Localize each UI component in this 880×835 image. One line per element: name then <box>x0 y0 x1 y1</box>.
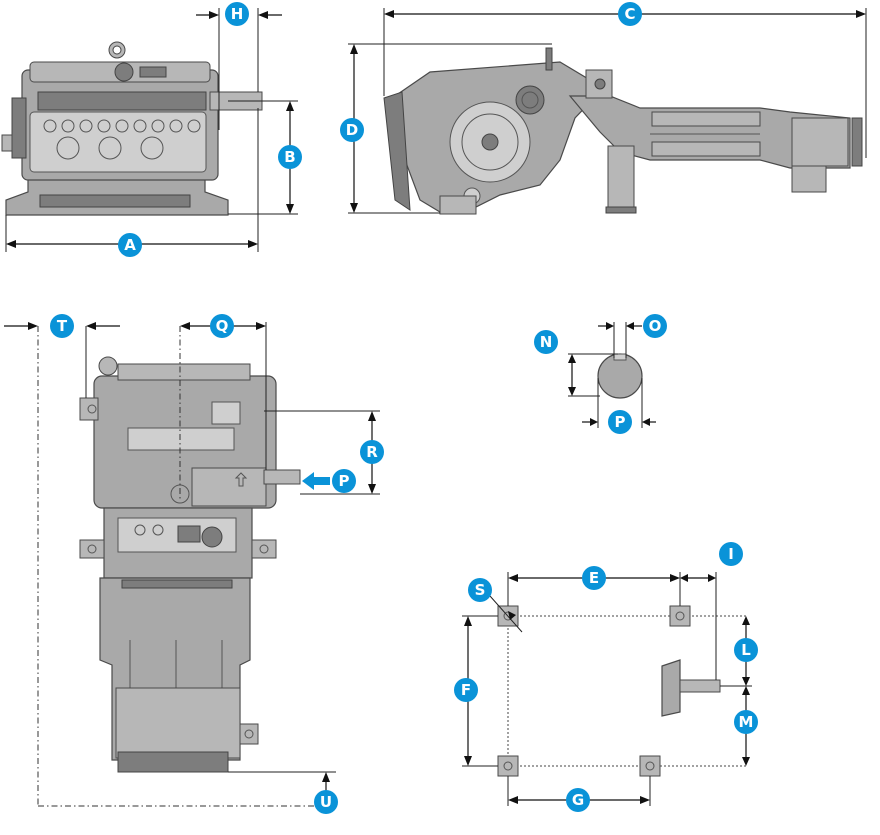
svg-text:Q: Q <box>216 317 229 335</box>
svg-text:M: M <box>739 713 754 731</box>
svg-text:U: U <box>320 793 332 811</box>
svg-text:E: E <box>589 569 599 587</box>
svg-text:O: O <box>649 317 662 335</box>
svg-text:C: C <box>624 5 635 23</box>
svg-text:D: D <box>346 121 358 139</box>
svg-text:L: L <box>741 641 751 659</box>
badge-p-shaft: P <box>608 410 632 434</box>
svg-text:T: T <box>57 317 68 335</box>
badge-l: L <box>734 638 758 662</box>
svg-text:A: A <box>124 236 136 254</box>
badge-r: R <box>360 440 384 464</box>
badge-n: N <box>534 330 558 354</box>
badge-q: Q <box>210 314 234 338</box>
badge-g: G <box>566 788 590 812</box>
svg-text:H: H <box>231 5 244 23</box>
svg-text:P: P <box>615 413 626 431</box>
badge-h: H <box>225 2 249 26</box>
badge-b: B <box>278 145 302 169</box>
top-view <box>4 322 380 807</box>
svg-text:F: F <box>461 681 471 699</box>
badge-d: D <box>340 118 364 142</box>
svg-text:N: N <box>540 333 553 351</box>
badge-a: A <box>118 233 142 257</box>
badge-t: T <box>50 314 74 338</box>
badge-i: I <box>719 542 743 566</box>
svg-text:R: R <box>366 443 378 461</box>
badge-c: C <box>618 2 642 26</box>
svg-text:S: S <box>475 581 486 599</box>
svg-text:P: P <box>339 472 350 490</box>
badge-o: O <box>643 314 667 338</box>
side-view <box>348 8 867 215</box>
badge-e: E <box>582 566 606 590</box>
badge-u: U <box>314 790 338 814</box>
svg-text:B: B <box>284 148 295 166</box>
shaft-section <box>568 322 656 428</box>
badge-f: F <box>454 678 478 702</box>
badge-p-arrow: P <box>332 469 356 493</box>
badge-m: M <box>734 710 758 734</box>
foot-layout <box>462 572 752 806</box>
front-view <box>1 8 298 252</box>
svg-text:I: I <box>728 545 734 563</box>
badge-s: S <box>468 578 492 602</box>
svg-text:G: G <box>572 791 584 809</box>
